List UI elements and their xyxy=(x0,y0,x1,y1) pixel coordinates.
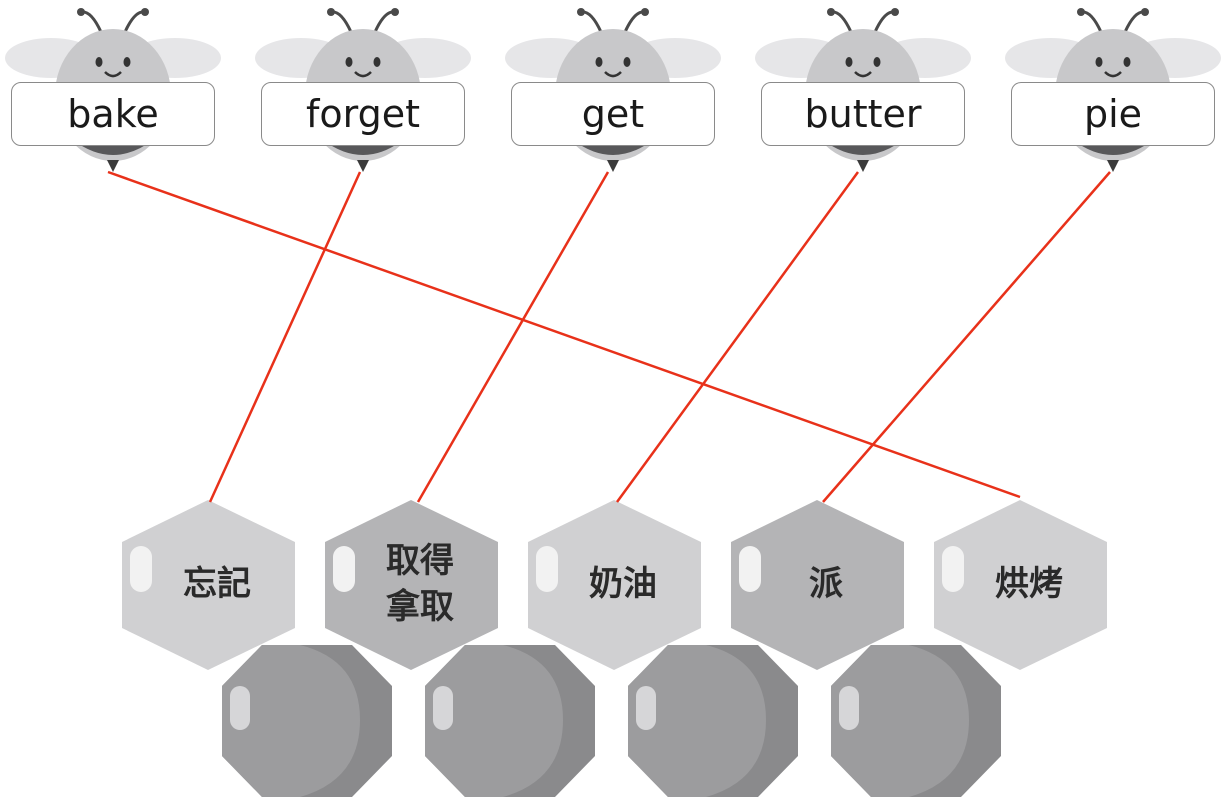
answer-cell-label: 取得 拿取 xyxy=(386,541,454,627)
match-line xyxy=(822,171,1111,503)
answer-cell-label: 奶油 xyxy=(589,564,657,605)
answer-cell-label: 派 xyxy=(809,564,843,605)
answer-cell-pie-meaning[interactable]: 派 xyxy=(731,500,903,670)
honeycomb-cell-icon xyxy=(425,645,595,797)
answer-cell-label: 忘記 xyxy=(183,564,251,605)
answer-cell-forget-meaning[interactable]: 忘記 xyxy=(122,500,294,670)
answer-cell-label: 烘烤 xyxy=(995,564,1063,605)
match-line xyxy=(107,170,1021,499)
word-card-get[interactable]: get xyxy=(511,82,715,146)
honeycomb-cell-icon xyxy=(628,645,798,797)
honeycomb-bottom-row xyxy=(222,645,1001,797)
word-card-pie[interactable]: pie xyxy=(1011,82,1215,146)
answer-cell-bake-meaning[interactable]: 烘烤 xyxy=(934,500,1106,670)
match-line xyxy=(416,171,610,503)
answer-cell-shape xyxy=(325,500,498,670)
match-line xyxy=(615,171,860,503)
honeycomb-cell-icon xyxy=(831,645,1001,797)
answer-cell-shape xyxy=(528,500,701,670)
honeycomb-cell-icon xyxy=(222,645,392,797)
answer-cell-shape xyxy=(934,500,1107,670)
answer-cell-shape xyxy=(122,500,295,670)
word-card-butter[interactable]: butter xyxy=(761,82,965,146)
match-lines xyxy=(107,170,1111,503)
word-card-forget[interactable]: forget xyxy=(261,82,465,146)
match-line xyxy=(208,171,362,503)
word-card-bake[interactable]: bake xyxy=(11,82,215,146)
answer-cell-shape xyxy=(731,500,904,670)
answer-cells xyxy=(122,500,1107,670)
answer-cell-get-meaning[interactable]: 取得 拿取 xyxy=(325,500,497,670)
answer-cell-butter-meaning[interactable]: 奶油 xyxy=(528,500,700,670)
